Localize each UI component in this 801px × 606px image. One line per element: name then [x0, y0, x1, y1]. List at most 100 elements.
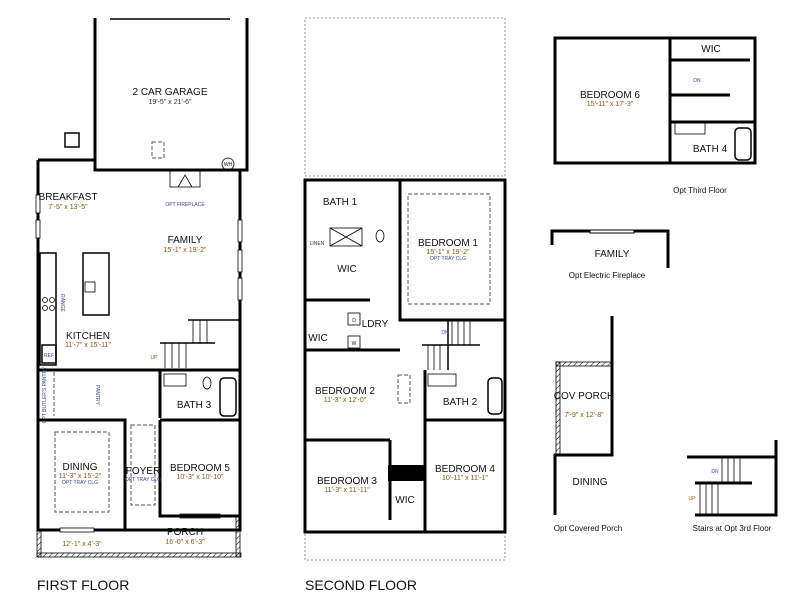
bedroom3-name: BEDROOM 3	[317, 476, 377, 487]
opt-electric-fireplace: FAMILY Opt Electric Fireplace	[550, 229, 670, 280]
foyer-name: FOYER	[126, 466, 160, 477]
bedroom6-name: BEDROOM 6	[580, 90, 640, 101]
wic1-name: WIC	[337, 264, 356, 275]
range-burner-icon	[49, 305, 55, 311]
bedroom2-dims: 11'-3" x 12'-0"	[324, 397, 367, 404]
bedroom4-dims: 10'-11" x 11'-1"	[442, 475, 488, 482]
porch-dims: 16'-0" x 6'-3"	[165, 539, 205, 546]
refrigerator	[41, 344, 57, 364]
dining-name: DINING	[573, 477, 608, 488]
vanity-icon	[674, 121, 706, 135]
bathtub-icon	[734, 127, 752, 161]
bath1-name: BATH 1	[323, 197, 358, 208]
first-floor-plan: WH 2 CAR GARAGE 19'-5" x 21'-6" OPT FIRE…	[35, 18, 249, 593]
bedroom5-dims: 10'-3" x 10'-10"	[177, 474, 224, 481]
water-heater-icon	[221, 157, 235, 171]
chase	[388, 465, 424, 481]
third-floor-caption: Opt Third Floor	[673, 186, 727, 195]
front-walls	[38, 418, 240, 530]
water-heater-label: WH	[224, 162, 233, 168]
porch-rail	[555, 361, 613, 367]
breakfast-dims: 7'-5" x 13'-5"	[48, 204, 88, 211]
kitchen-counter	[39, 252, 57, 366]
opt-stairs-third-floor: DN UP Stairs at Opt 3rd Floor	[687, 440, 778, 533]
attic-access	[151, 141, 165, 159]
dining-note: OPT TRAY CLG	[62, 480, 98, 486]
family-name: FAMILY	[595, 249, 630, 260]
stairs-caption: Stairs at Opt 3rd Floor	[693, 524, 772, 533]
bedroom5-name: BEDROOM 5	[170, 463, 230, 474]
bedroom1-note: OPT TRAY CLG	[430, 256, 466, 262]
porch-name: PORCH	[167, 527, 203, 538]
second-floor-title: SECOND FLOOR	[305, 577, 417, 593]
opt-third-floor-plan: WIC BEDROOM 6 15'-11" x 17'-3" DN BATH 4…	[553, 36, 757, 195]
toilet-icon	[375, 229, 385, 243]
butlers-pantry-label: OPT BUTLER'S PANTRY	[42, 366, 48, 423]
second-floor-stairs	[422, 320, 480, 370]
dining-dims: 11'-3" x 15'-2"	[59, 473, 102, 480]
range-burner-icon	[42, 297, 48, 303]
porch-rail	[235, 515, 241, 558]
stairs-dn-label: DN	[693, 78, 701, 84]
first-floor-title: FIRST FLOOR	[37, 577, 129, 593]
dining-tray-ceiling	[54, 431, 110, 513]
porch-roof-outline	[304, 531, 506, 561]
dining-name: DINING	[63, 462, 98, 473]
garage-roof-outline	[304, 17, 506, 177]
shower-drain	[329, 227, 363, 247]
breakfast-name: BREAKFAST	[39, 192, 98, 203]
sink-icon	[84, 281, 96, 293]
electric-fireplace-caption: Opt Electric Fireplace	[569, 271, 646, 280]
porch-rail	[555, 361, 561, 455]
stairs-dn-label: DN	[711, 469, 719, 475]
range-burner-icon	[42, 305, 48, 311]
covered-porch-caption: Opt Covered Porch	[554, 524, 622, 533]
family-dims: 15'-1" x 19'-2"	[163, 247, 207, 254]
cov-porch-name: COV PORCH	[554, 391, 615, 402]
bedroom6-dims: 15'-11" x 17'-3"	[587, 101, 634, 108]
garage-dims: 19'-5" x 21'-6"	[148, 99, 192, 106]
porch-walls	[553, 316, 614, 515]
kitchen-dims: 11'-7" x 15'-11"	[65, 342, 111, 349]
second-floor-walls	[303, 178, 507, 534]
bedroom4-name: BEDROOM 4	[435, 464, 495, 475]
family-name: FAMILY	[168, 235, 203, 246]
house-walls	[36, 158, 242, 532]
bathtub-icon	[487, 377, 503, 415]
range-label: RANGE	[59, 294, 65, 312]
bath3-name: BATH 3	[177, 400, 212, 411]
toilet-icon	[202, 376, 212, 390]
porch-rail	[36, 552, 242, 558]
washer-label: W	[352, 341, 357, 347]
porch-rail	[36, 529, 42, 558]
bedroom1-dims: 15'-1" x 19'-2"	[426, 249, 470, 256]
wic3-name: WIC	[395, 495, 414, 506]
cov-porch-dims: 7'-9" x 12'-8"	[564, 412, 604, 419]
third-floor-walls	[553, 36, 757, 165]
wic-name: WIC	[701, 44, 720, 55]
electric-fireplace-icon	[589, 229, 635, 234]
first-floor-stairs	[160, 319, 240, 368]
second-floor-plan: BATH 1 LINEN WIC BEDROOM 1 15'-1" x 19'-…	[303, 17, 507, 593]
bath4-name: BATH 4	[693, 144, 728, 155]
stairs-dn-label: DN	[441, 330, 449, 336]
laundry-name: LDRY	[362, 319, 389, 330]
porch-left-dims: 12'-1" x 4'-3"	[62, 541, 102, 548]
stairs-up-label: UP	[151, 355, 159, 361]
shower-icon	[329, 227, 363, 247]
bath2-name: BATH 2	[443, 397, 478, 408]
fireplace-firebox	[177, 174, 193, 188]
foyer-note: OPT TRAY CLG	[125, 477, 161, 483]
range-burner-icon	[49, 297, 55, 303]
opt-covered-porch: COV PORCH 7'-9" x 12'-8" DINING Opt Cove…	[553, 316, 622, 533]
interior-walls	[38, 368, 240, 418]
bedroom3-dims: 11'-3" x 11'-11"	[324, 487, 370, 494]
linen-label: LINEN	[310, 241, 325, 247]
vanity-icon	[163, 373, 187, 387]
kitchen-island	[82, 252, 110, 316]
bathtub-icon	[219, 377, 237, 417]
dryer-icon	[347, 312, 361, 326]
kitchen-name: KITCHEN	[66, 331, 110, 342]
garage-walls	[93, 18, 249, 172]
